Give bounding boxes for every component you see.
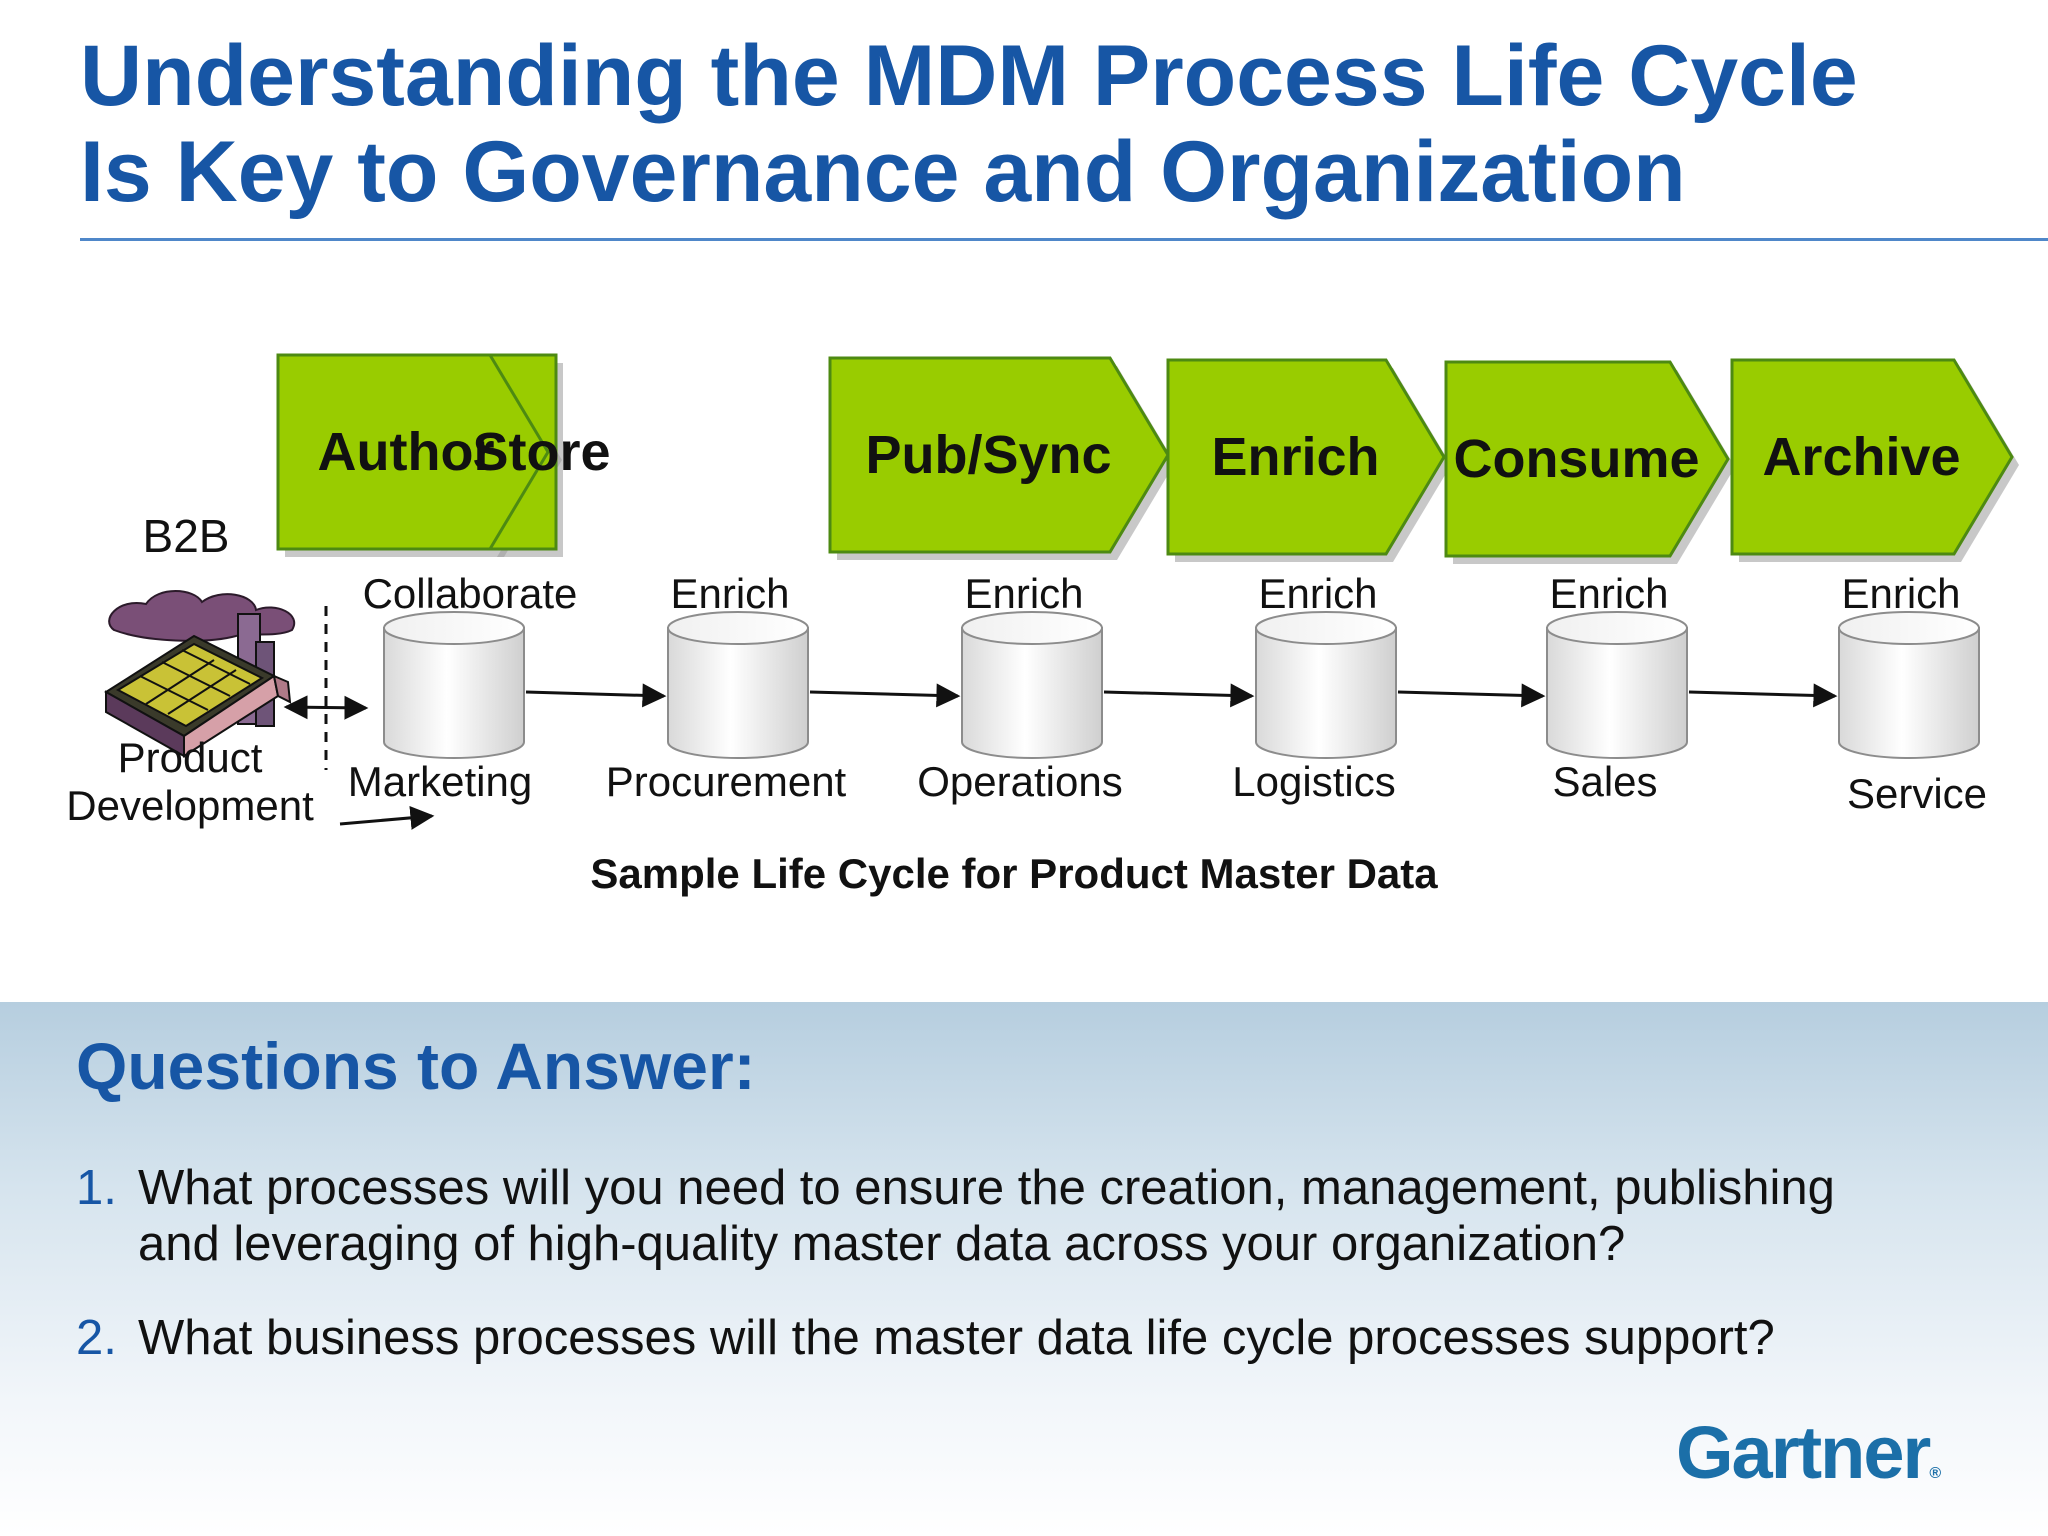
source-bottom-label-line-1: Product bbox=[118, 734, 263, 781]
data-store-body bbox=[383, 627, 525, 759]
diagram-caption: Sample Life Cycle for Product Master Dat… bbox=[590, 850, 1438, 897]
stage-activity-label: Enrich bbox=[1549, 570, 1668, 617]
title-divider bbox=[80, 238, 2048, 241]
data-store-body bbox=[1838, 627, 1980, 759]
slide-title-line-1: Understanding the MDM Process Life Cycle bbox=[80, 28, 1858, 124]
stage-chevron-shape bbox=[1730, 358, 2014, 556]
question-text-line-1: What business processes will the master … bbox=[138, 1311, 1775, 1365]
flow-arrow bbox=[1103, 683, 1255, 708]
data-store-top bbox=[383, 611, 525, 645]
stage-chevron-shape bbox=[828, 356, 1170, 554]
data-store-body bbox=[961, 627, 1103, 759]
flow-arrow bbox=[1397, 683, 1546, 708]
source-flow-arrow bbox=[339, 805, 435, 830]
data-store-cylinder bbox=[961, 611, 1103, 759]
stage-chevron: Consume bbox=[1444, 360, 1735, 564]
source-exchange-arrow bbox=[283, 695, 369, 720]
stage-department-label: Marketing bbox=[348, 758, 532, 805]
data-store-top bbox=[961, 611, 1103, 645]
stage-department-label: Logistics bbox=[1232, 758, 1395, 805]
data-store-cylinder bbox=[1255, 611, 1397, 759]
stage-chevron: Archive bbox=[1730, 358, 2019, 562]
stage-activity-label: Enrich bbox=[1258, 570, 1377, 617]
registered-mark: ® bbox=[1929, 1465, 1942, 1482]
stage-chevron: Store bbox=[472, 353, 611, 557]
question-text-line-1: What processes will you need to ensure t… bbox=[138, 1161, 1835, 1215]
data-store-cylinder bbox=[667, 611, 809, 759]
data-store-top bbox=[1838, 611, 1980, 645]
question-number: 2. bbox=[76, 1311, 117, 1365]
questions-list: 1. What processes will you need to ensur… bbox=[76, 1160, 2016, 1404]
questions-panel bbox=[0, 1002, 2048, 1536]
stage-chevron: Author bbox=[276, 353, 562, 557]
stage-department-label: Sales bbox=[1552, 758, 1657, 805]
data-store-cylinder bbox=[383, 611, 525, 759]
data-store-top bbox=[1255, 611, 1397, 645]
gartner-logo-text: Gartner bbox=[1676, 1411, 1931, 1494]
question-item: 2. What business processes will the mast… bbox=[76, 1310, 2016, 1366]
question-item: 1. What processes will you need to ensur… bbox=[76, 1160, 2016, 1272]
data-store-top bbox=[667, 611, 809, 645]
stage-label: Pub/Sync bbox=[865, 425, 1111, 485]
slide-title-line-2: Is Key to Governance and Organization bbox=[80, 124, 1686, 220]
flow-arrow bbox=[809, 683, 961, 708]
source-top-label: B2B bbox=[143, 510, 230, 562]
data-store-cylinder bbox=[1838, 611, 1980, 759]
stage-chevron: Pub/Sync bbox=[828, 356, 1175, 560]
stage-activity-label: Enrich bbox=[964, 570, 1083, 617]
stage-chevron: Enrich bbox=[1166, 358, 1451, 562]
slide-title: Understanding the MDM Process Life Cycle… bbox=[80, 28, 2020, 220]
flow-arrow bbox=[525, 683, 667, 708]
stage-activity-label: Enrich bbox=[1841, 570, 1960, 617]
stage-activity-label: Enrich bbox=[670, 570, 789, 617]
stage-chevron-shape bbox=[487, 353, 558, 551]
stage-label: Archive bbox=[1762, 427, 1960, 487]
data-store-body bbox=[667, 627, 809, 759]
stage-department-label: Service bbox=[1847, 770, 1987, 817]
data-store-cylinder bbox=[1546, 611, 1688, 759]
data-store-body bbox=[1255, 627, 1397, 759]
flow-arrows bbox=[525, 683, 1838, 708]
stage-department-label: Procurement bbox=[606, 758, 847, 805]
stage-label: Consume bbox=[1453, 429, 1699, 489]
stage-label: Store bbox=[472, 422, 610, 482]
stage-label: Enrich bbox=[1211, 427, 1379, 487]
question-text-line-2: and leveraging of high-quality master da… bbox=[138, 1217, 1626, 1271]
stage-chevron-shape bbox=[1166, 358, 1446, 556]
data-store-body bbox=[1546, 627, 1688, 759]
stage-chevron-shape bbox=[1444, 360, 1730, 558]
stage-department-label: Operations bbox=[917, 758, 1122, 805]
question-number: 1. bbox=[76, 1161, 117, 1215]
gartner-logo: Gartner® bbox=[1676, 1410, 1941, 1495]
stage-activity-label: Collaborate bbox=[363, 570, 578, 617]
source-bottom-label-line-2: Development bbox=[66, 782, 314, 829]
stage-label: Author bbox=[318, 422, 495, 482]
factory-icon bbox=[104, 590, 296, 758]
flow-arrow bbox=[1688, 683, 1838, 708]
questions-heading: Questions to Answer: bbox=[76, 1029, 756, 1103]
data-store-top bbox=[1546, 611, 1688, 645]
